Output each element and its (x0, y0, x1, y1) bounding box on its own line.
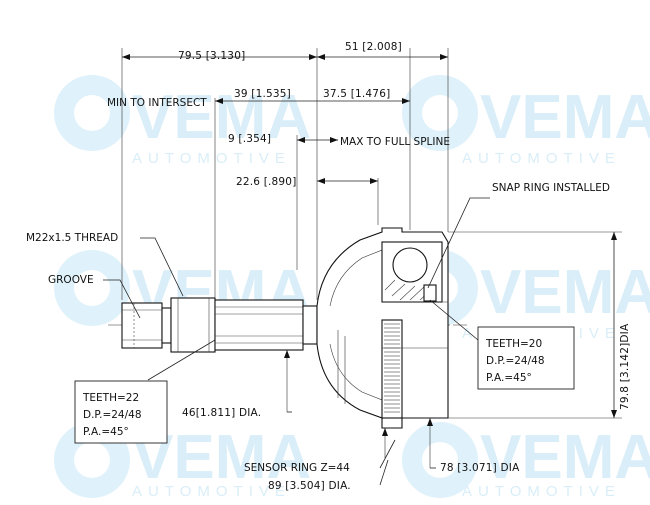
spline-shaft (214, 299, 304, 351)
spec-right-dp: D.P.=24/48 (486, 355, 545, 367)
label-sensor-ring: SENSOR RING Z=44 (244, 462, 350, 474)
watermark-brand: VEMA (480, 423, 650, 492)
dim-79-8-dia: 79.8 [3.142]DIA (619, 323, 631, 410)
label-thread: M22x1.5 THREAD (26, 232, 118, 244)
dim-89-dia: 89 [3.504] DIA. (268, 480, 351, 492)
joint-part (121, 227, 449, 429)
dim-37-5: 37.5 [1.476] (323, 88, 390, 100)
spec-left-dp: D.P.=24/48 (83, 409, 142, 421)
spline-lines (215, 306, 303, 344)
watermark-top-left: VEMA AUTOMOTIVE (54, 75, 311, 167)
dim-39: 39 [1.535] (234, 88, 291, 100)
dim-9: 9 [.354] (228, 133, 271, 145)
watermark-sub: AUTOMOTIVE (132, 483, 291, 500)
ball (392, 247, 428, 283)
watermark-brand: VEMA (132, 83, 311, 152)
groove (161, 307, 172, 344)
shaft-neck (302, 305, 318, 345)
watermark-bottom-left: VEMA AUTOMOTIVE (54, 422, 311, 500)
dimension-lines (121, 48, 622, 468)
spec-left-pa: P.A.=45° (83, 426, 129, 438)
spec-box-right: TEETH=20 D.P.=24/48 P.A.=45° (477, 326, 575, 390)
collar (170, 297, 216, 353)
label-snap-ring: SNAP RING INSTALLED (492, 182, 610, 194)
watermark-brand: VEMA (480, 83, 650, 152)
dim-78-dia: 78 [3.071] DIA (440, 462, 520, 474)
label-max-spline: MAX TO FULL SPLINE (340, 136, 450, 148)
spec-left-teeth: TEETH=22 (82, 392, 139, 404)
arrowheads (122, 54, 617, 436)
watermark-brand: VEMA (480, 258, 650, 327)
label-groove: GROOVE (48, 274, 94, 286)
label-min-intersect: MIN TO INTERSECT (107, 97, 207, 109)
thread-lines (122, 303, 162, 348)
watermark-sub: AUTOMOTIVE (462, 483, 621, 500)
sensor-ring (381, 319, 403, 419)
snap-ring (423, 284, 437, 302)
spec-box-left: TEETH=22 D.P.=24/48 P.A.=45° (74, 380, 168, 444)
spec-right-teeth: TEETH=20 (485, 338, 542, 350)
spec-right-pa: P.A.=45° (486, 372, 532, 384)
watermark-sub: AUTOMOTIVE (132, 150, 291, 167)
dim-22-6: 22.6 [.890] (236, 176, 297, 188)
dim-shaft-width: 51 [2.008] (345, 41, 402, 53)
dim-overall-length: 79.5 [3.130] (178, 50, 245, 62)
watermark-sub: AUTOMOTIVE (462, 150, 621, 167)
watermark-top-right: VEMA AUTOMOTIVE (402, 75, 650, 167)
dim-46-dia: 46[1.811] DIA. (182, 407, 261, 419)
watermark-bottom-right: VEMA AUTOMOTIVE (402, 422, 650, 500)
leader-lines (103, 139, 490, 486)
